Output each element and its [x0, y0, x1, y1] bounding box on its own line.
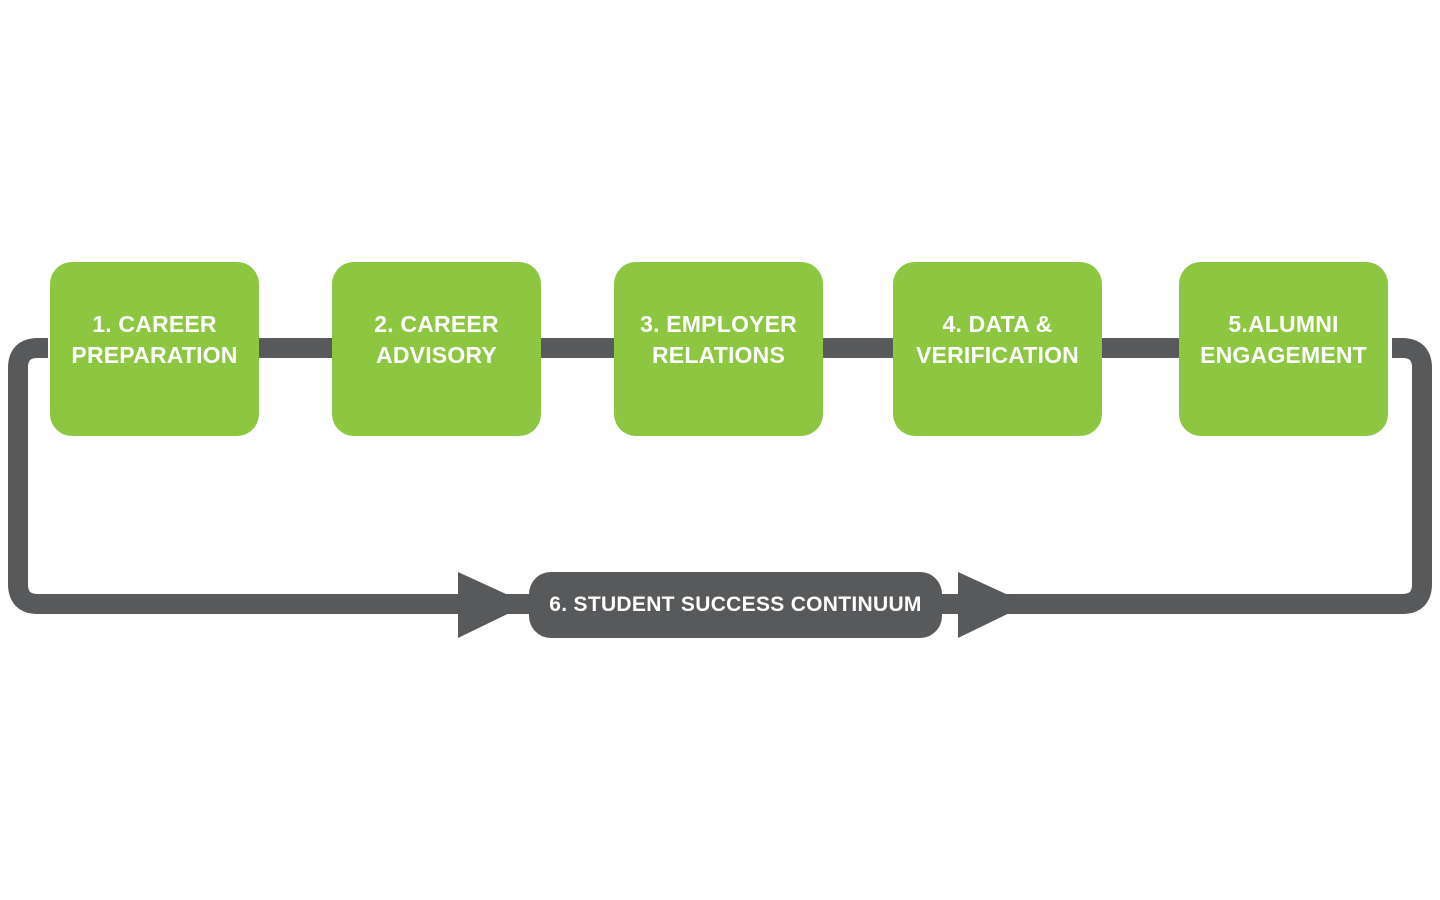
stage-career-preparation: 1. CAREER PREPARATION — [50, 262, 259, 436]
stage-alumni-engagement: 5.ALUMNI ENGAGEMENT — [1179, 262, 1388, 436]
continuum-label: 6. STUDENT SUCCESS CONTINUUM — [549, 593, 922, 616]
stage-student-success-continuum: 6. STUDENT SUCCESS CONTINUUM — [529, 572, 942, 638]
arrowhead-right-icon — [958, 572, 1028, 638]
stage-data-verification: 4. DATA & VERIFICATION — [893, 262, 1102, 436]
stage-label: 3. EMPLOYER RELATIONS — [640, 311, 797, 368]
stage-label: 4. DATA & VERIFICATION — [916, 311, 1079, 368]
arrowhead-left-icon — [458, 572, 528, 638]
stage-label: 2. CAREER ADVISORY — [374, 311, 499, 368]
stage-label: 5.ALUMNI ENGAGEMENT — [1200, 311, 1367, 368]
stage-employer-relations: 3. EMPLOYER RELATIONS — [614, 262, 823, 436]
stage-label: 1. CAREER PREPARATION — [71, 311, 238, 368]
stage-career-advisory: 2. CAREER ADVISORY — [332, 262, 541, 436]
